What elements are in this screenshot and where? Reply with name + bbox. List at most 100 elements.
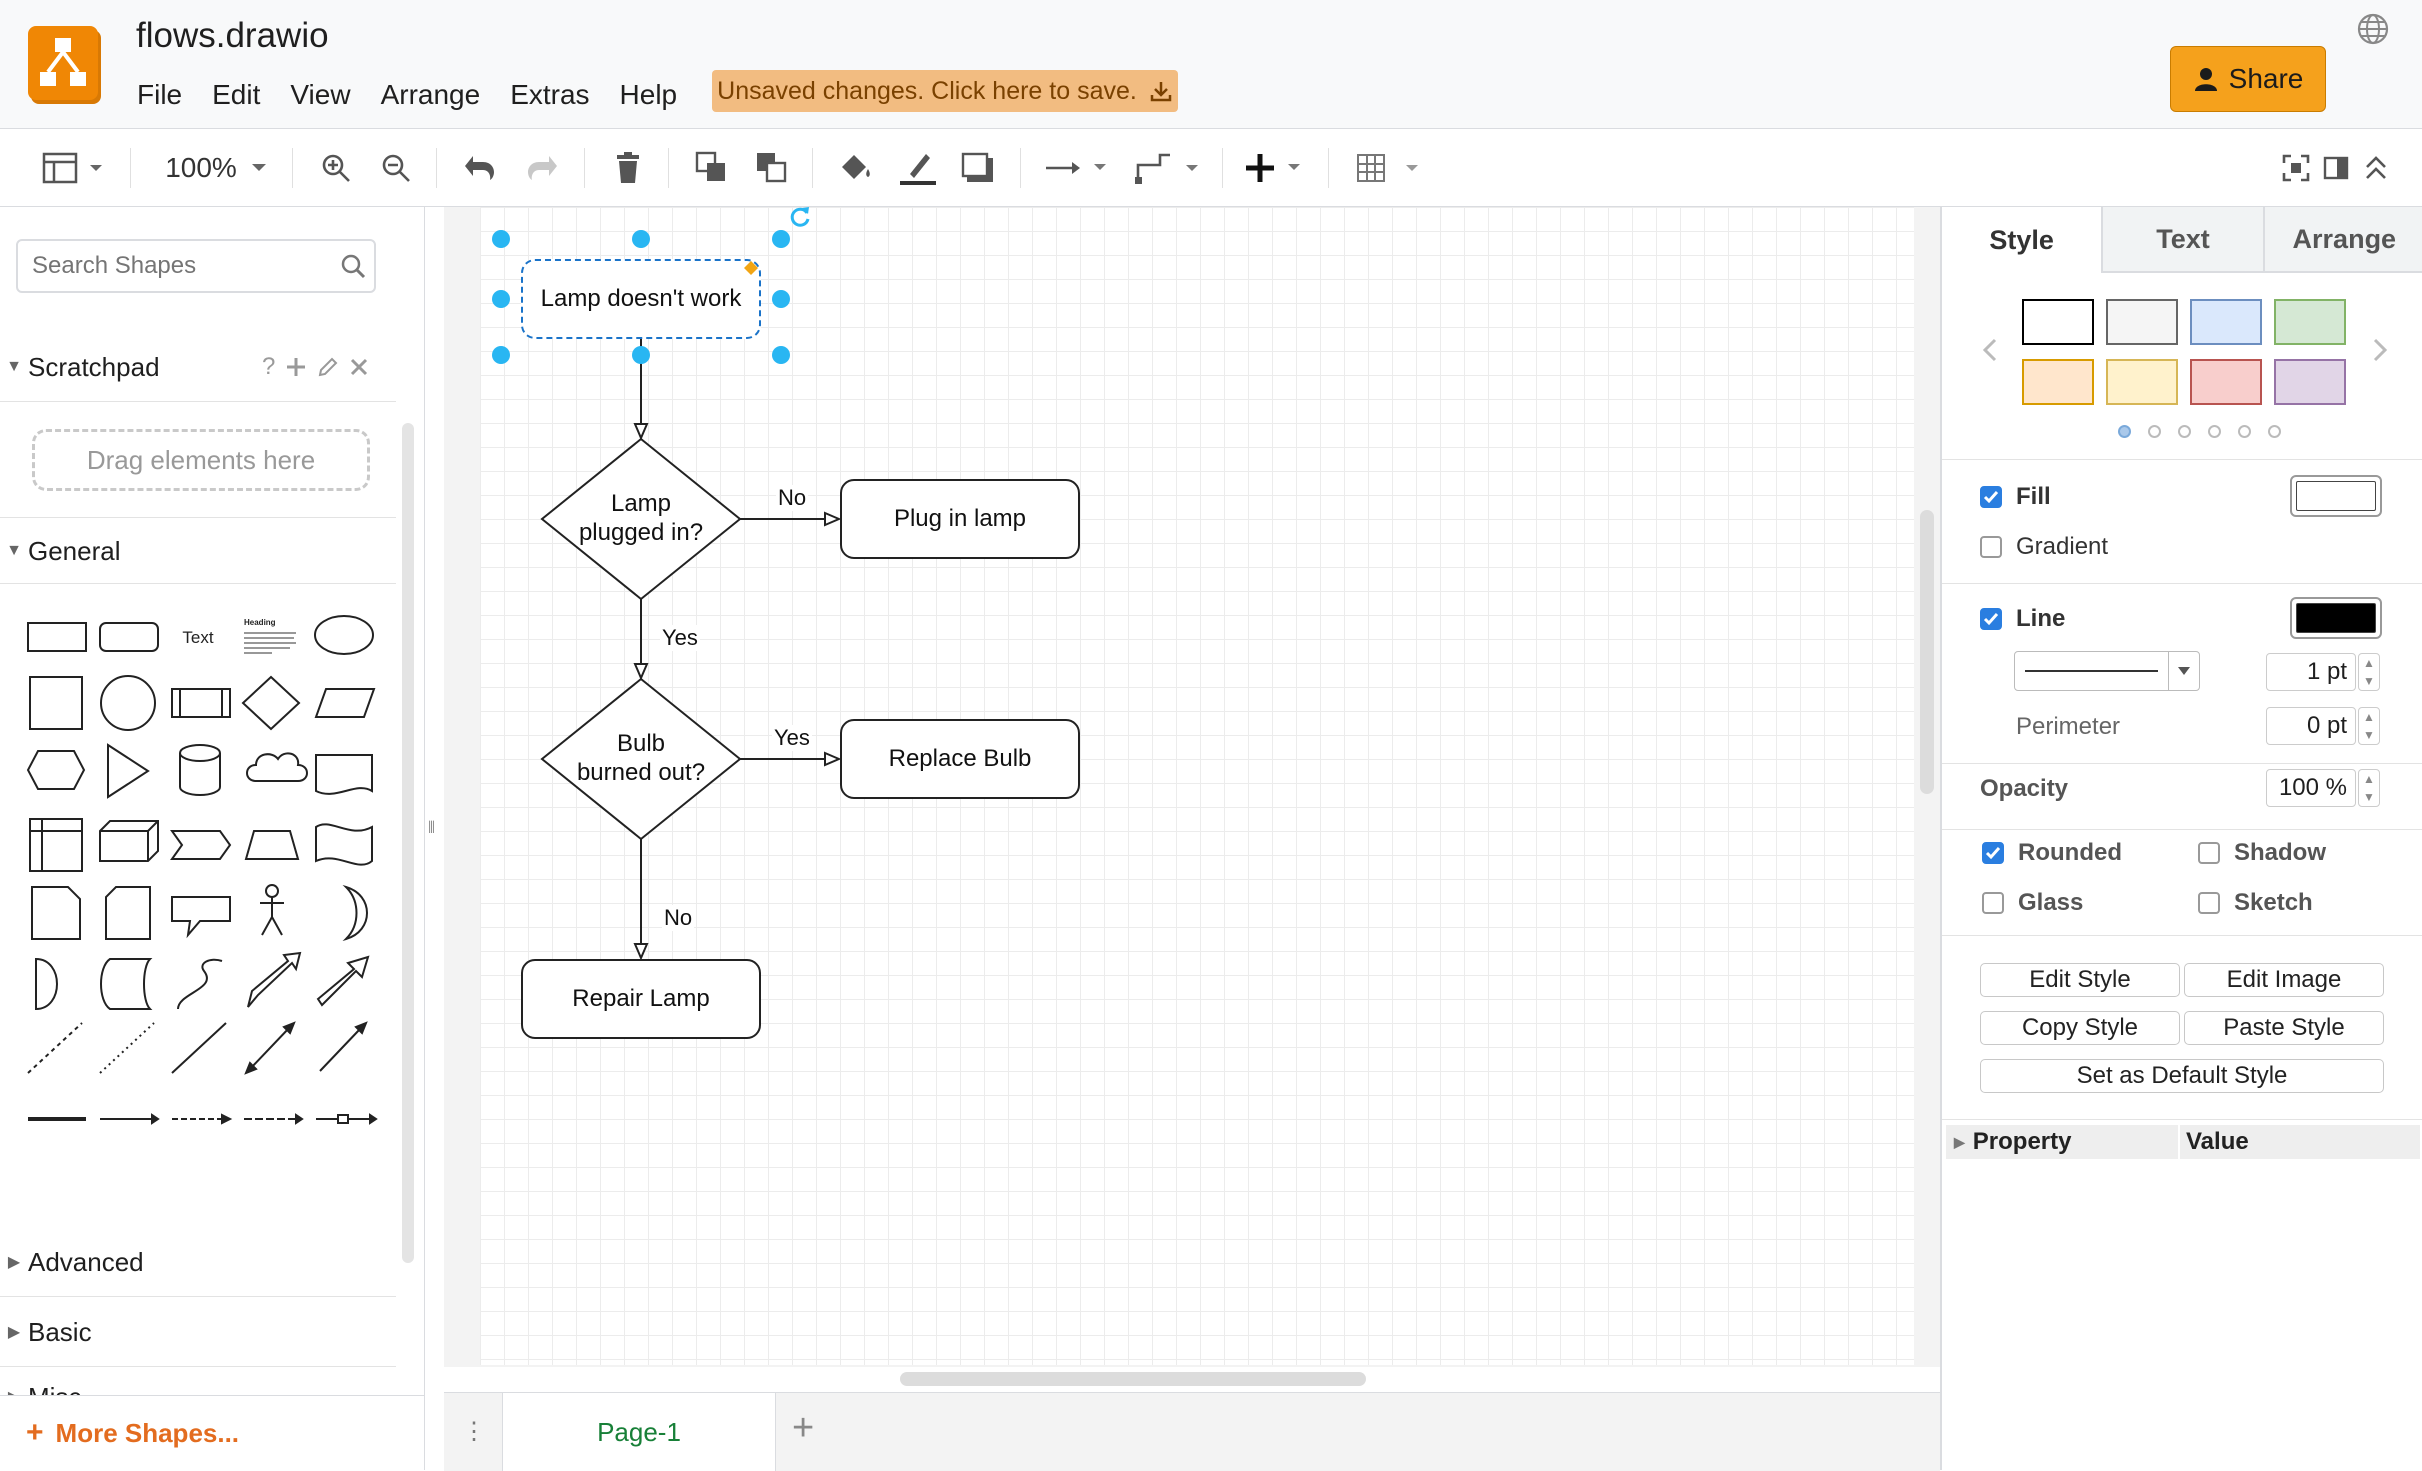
menu-edit[interactable]: Edit — [212, 79, 261, 110]
diagram-canvas[interactable]: Lamp doesn't work Lamp plugged in? Plug … — [444, 207, 1940, 1367]
general-header[interactable]: ▼ General — [0, 523, 396, 579]
shape-heading[interactable]: Heading — [244, 618, 296, 654]
edge-label-bulb-no[interactable]: No — [662, 905, 695, 931]
shape-connector-dashed-arrow[interactable] — [172, 1113, 233, 1125]
line-width-stepper[interactable]: ▲▼ — [2358, 653, 2380, 691]
edge-label-bulb-yes[interactable]: Yes — [772, 725, 812, 751]
shape-cube[interactable] — [99, 820, 159, 862]
tab-style[interactable]: Style — [1942, 207, 2102, 273]
page-tab-page-1[interactable]: Page-1 — [502, 1393, 776, 1471]
shape-bidirectional-arrow[interactable] — [247, 951, 302, 1008]
tab-arrange[interactable]: Arrange — [2262, 207, 2422, 273]
menu-view[interactable]: View — [290, 79, 351, 110]
line-color-picker[interactable] — [2290, 597, 2382, 639]
shape-cloud[interactable] — [246, 752, 308, 782]
edit-style-button[interactable]: Edit Style — [1980, 963, 2180, 997]
shape-or[interactable] — [342, 884, 368, 942]
pages-menu-icon[interactable]: ⋮ — [462, 1418, 486, 1445]
search-icon[interactable] — [340, 253, 366, 279]
shape-parallelogram[interactable] — [314, 688, 376, 718]
shape-tape[interactable] — [315, 823, 373, 866]
shape-connector-box-arrow[interactable] — [316, 1113, 378, 1125]
format-toggle-button[interactable] — [2318, 146, 2354, 190]
shape-directional-connector[interactable] — [319, 1021, 368, 1072]
opacity-stepper[interactable]: ▲▼ — [2358, 769, 2380, 807]
style-swatch-8[interactable] — [2274, 359, 2346, 405]
shape-card[interactable] — [105, 886, 151, 940]
fill-color-picker[interactable] — [2290, 475, 2382, 517]
node-replace-bulb[interactable]: Replace Bulb — [840, 719, 1080, 799]
menu-arrange[interactable]: Arrange — [380, 79, 481, 110]
edge-label-plugged-yes[interactable]: Yes — [660, 625, 700, 651]
pencil-icon[interactable] — [317, 356, 339, 378]
shape-ellipse[interactable] — [314, 615, 374, 655]
fill-color-button[interactable] — [834, 146, 878, 190]
waypoints-dropdown[interactable] — [1132, 146, 1208, 190]
unsaved-changes-button[interactable]: Unsaved changes. Click here to save. — [712, 70, 1178, 112]
shape-stored-data[interactable] — [100, 958, 153, 1010]
insert-dropdown[interactable] — [1246, 146, 1312, 190]
sketch-checkbox[interactable] — [2198, 892, 2220, 914]
shape-step[interactable] — [170, 830, 232, 860]
perimeter-input[interactable]: 0 pt — [2266, 707, 2356, 745]
search-shapes-input[interactable] — [16, 239, 376, 293]
style-swatch-1[interactable] — [2022, 299, 2094, 345]
decision-bulb-shape[interactable] — [540, 677, 742, 841]
basic-header[interactable]: ▶ Basic — [0, 1304, 396, 1360]
node-lamp-plugged-in[interactable]: Lamp plugged in? — [578, 490, 704, 546]
to-back-button[interactable] — [752, 146, 792, 190]
swatch-page-dot[interactable] — [2238, 425, 2251, 438]
shape-arrow[interactable] — [316, 955, 370, 1007]
help-icon[interactable]: ? — [262, 353, 276, 380]
tab-text[interactable]: Text — [2101, 207, 2263, 273]
property-column-header[interactable]: ▶ Property — [1946, 1125, 2180, 1159]
style-swatch-5[interactable] — [2022, 359, 2094, 405]
resize-handle-n[interactable] — [632, 230, 650, 248]
share-button[interactable]: Share — [2170, 46, 2326, 112]
resize-handle-s[interactable] — [632, 346, 650, 364]
add-icon[interactable] — [285, 356, 307, 378]
node-bulb-burned-out[interactable]: Bulb burned out? — [576, 730, 706, 786]
scratchpad-dropzone[interactable]: Drag elements here — [32, 429, 370, 491]
shape-delay[interactable] — [35, 957, 58, 1011]
diagram-page[interactable]: Lamp doesn't work Lamp plugged in? Plug … — [480, 207, 1914, 1365]
zoom-out-button[interactable] — [376, 146, 416, 190]
close-icon[interactable] — [349, 357, 369, 377]
sidebar-splitter-handle[interactable]: ⦀ — [428, 820, 436, 837]
shape-dashed-line[interactable] — [27, 1022, 83, 1074]
language-globe-icon[interactable] — [2356, 12, 2390, 46]
connection-style-dropdown[interactable] — [1042, 146, 1118, 190]
perimeter-stepper[interactable]: ▲▼ — [2358, 707, 2380, 745]
fullscreen-button[interactable] — [2276, 146, 2316, 190]
copy-style-button[interactable]: Copy Style — [1980, 1011, 2180, 1045]
to-front-button[interactable] — [692, 146, 732, 190]
paste-style-button[interactable]: Paste Style — [2184, 1011, 2384, 1045]
collapse-button[interactable] — [2358, 146, 2394, 190]
edit-image-button[interactable]: Edit Image — [2184, 963, 2384, 997]
shape-dotted-line[interactable] — [99, 1022, 155, 1074]
shape-circle[interactable] — [100, 675, 156, 731]
resize-handle-sw[interactable] — [492, 346, 510, 364]
decision-plugged-shape[interactable] — [540, 437, 742, 601]
rotate-handle-icon[interactable] — [788, 207, 812, 229]
style-swatch-3[interactable] — [2190, 299, 2262, 345]
resize-handle-e[interactable] — [772, 290, 790, 308]
swatch-page-dot[interactable] — [2208, 425, 2221, 438]
shape-actor[interactable] — [260, 884, 284, 936]
opacity-input[interactable]: 100 % — [2266, 769, 2356, 807]
fill-checkbox[interactable] — [1980, 486, 2002, 508]
redo-button[interactable] — [520, 146, 564, 190]
shadow-checkbox[interactable] — [2198, 842, 2220, 864]
shape-square[interactable] — [29, 676, 83, 730]
shape-connector-label-arrow[interactable] — [244, 1113, 304, 1125]
shape-document[interactable] — [315, 754, 373, 795]
shape-connector-arrow[interactable] — [100, 1113, 160, 1125]
add-page-icon[interactable]: + — [792, 1407, 815, 1449]
vertical-scrollbar[interactable] — [1920, 510, 1934, 794]
chevron-right-icon[interactable] — [2372, 337, 2388, 363]
drawio-logo[interactable] — [28, 26, 98, 100]
shadow-button[interactable] — [958, 146, 998, 190]
resize-handle-w[interactable] — [492, 290, 510, 308]
style-swatch-4[interactable] — [2274, 299, 2346, 345]
style-swatch-6[interactable] — [2106, 359, 2178, 405]
